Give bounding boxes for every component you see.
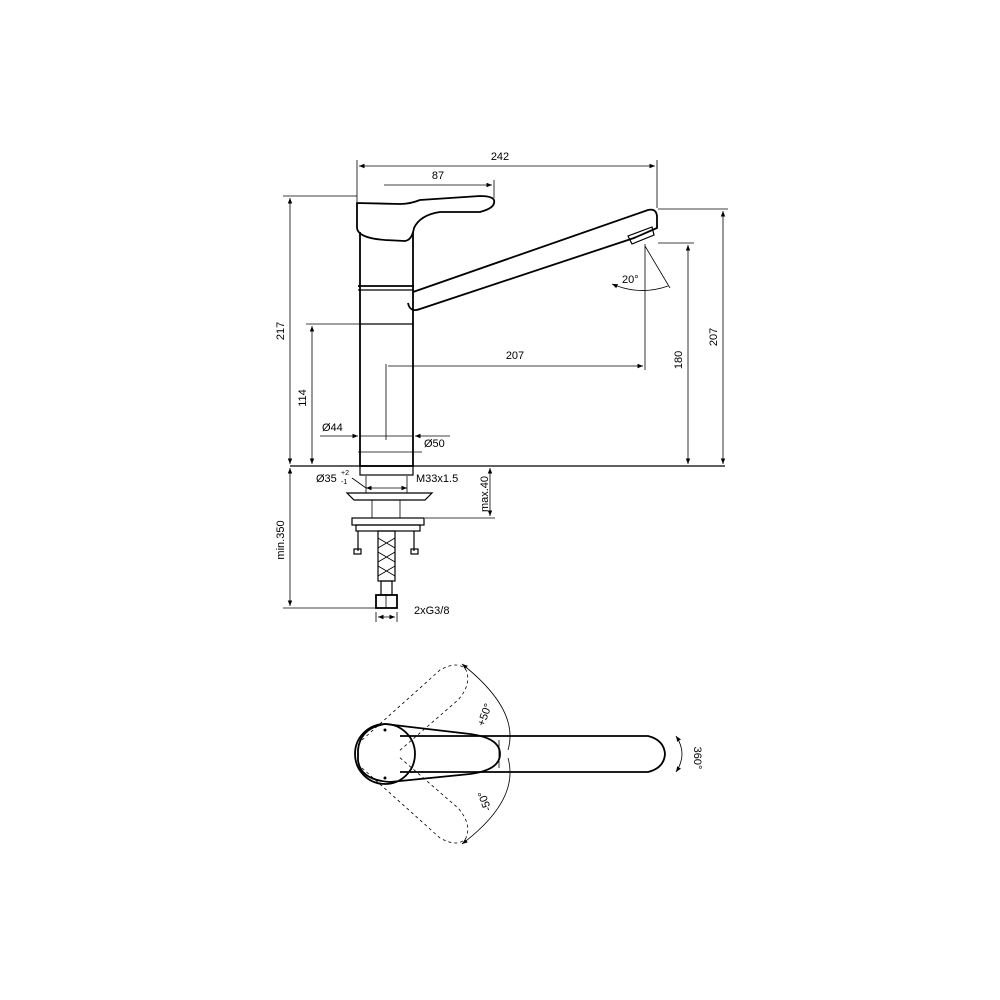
dimension-label-tolerance-upper: +2: [341, 470, 349, 477]
dimension-spout-angle: 20°: [611, 245, 671, 291]
dimension-label-207-height: 207: [708, 328, 720, 346]
dimension-hose-length: min.350: [275, 468, 376, 609]
deck-plate: [290, 465, 725, 476]
spout-top-view: [400, 735, 666, 773]
lever-handle: [356, 195, 496, 242]
mounting-set: [345, 476, 434, 609]
dimension-lever-length: 87: [384, 170, 495, 198]
dimension-label-diameter-35: Ø35: [316, 473, 337, 485]
lever-position-minus: [361, 755, 469, 844]
dimension-label-242: 242: [491, 151, 509, 163]
dimension-label-diameter-50: Ø50: [424, 438, 445, 450]
dimension-spout-reach: 207: [385, 244, 646, 440]
dimension-label-min-350: min.350: [275, 520, 287, 559]
dimension-body-height: 114: [297, 323, 360, 464]
dimension-outlet-height: 180: [658, 242, 694, 464]
spout: [407, 208, 658, 312]
dimension-overall-width: 242: [356, 151, 658, 208]
lever-position-plus: [361, 664, 469, 753]
dimension-label-20deg: 20°: [622, 274, 639, 286]
dimension-label-tolerance-lower: -1: [341, 479, 347, 486]
dimension-label-thread: M33x1.5: [416, 473, 458, 485]
rotation-label-plus-50: +50°: [476, 702, 495, 728]
dimension-label-max-40: max.40: [479, 476, 491, 512]
dimension-total-height: 217: [275, 195, 357, 464]
dimension-label-87: 87: [432, 170, 444, 182]
dimension-mounting-hole: Ø35 +2 -1 M33x1.5: [316, 470, 458, 491]
dimension-max-thickness: max.40: [425, 468, 495, 519]
dimension-label-180: 180: [673, 351, 685, 369]
dimension-spout-height: 207: [658, 208, 728, 464]
rotation-label-minus-50: -50°: [476, 789, 494, 812]
lever-top-view: [357, 723, 501, 783]
dimension-label-207-reach: 207: [506, 350, 524, 362]
plan-view: +50° -50° 360°: [354, 663, 703, 845]
side-elevation: 242 87 217 114 207: [275, 151, 728, 622]
dimension-label-217: 217: [275, 322, 287, 340]
dimension-connection: 2xG3/8: [375, 605, 449, 622]
rotation-label-360: 360°: [691, 747, 703, 770]
dimension-label-114: 114: [297, 389, 309, 407]
dimension-label-diameter-44: Ø44: [322, 422, 343, 434]
dimension-label-connection: 2xG3/8: [414, 605, 449, 617]
dimension-diameters: Ø44 Ø50: [320, 422, 450, 453]
